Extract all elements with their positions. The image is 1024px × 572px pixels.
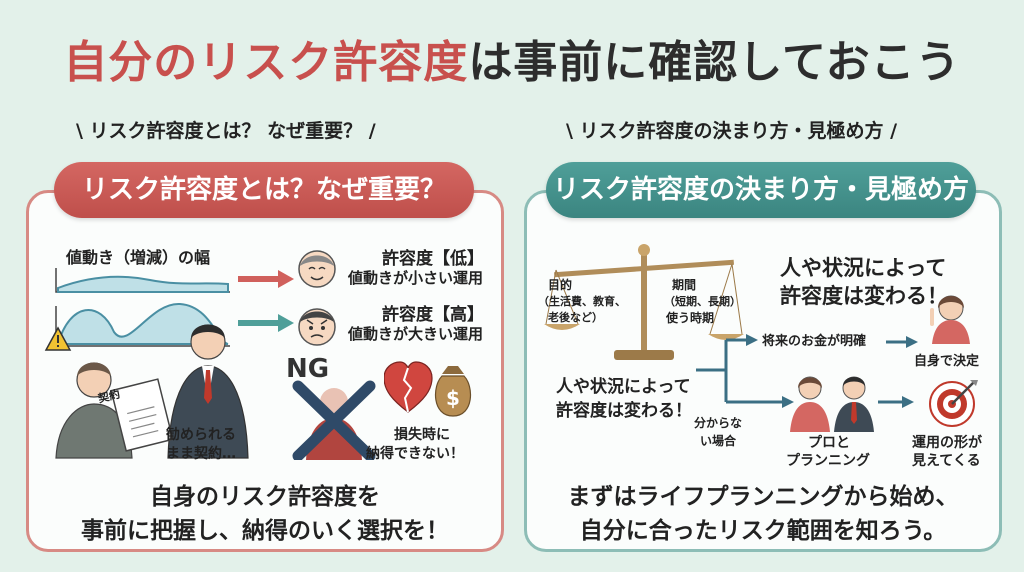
purpose-detail-2: 老後など） <box>548 311 603 324</box>
volatility-charts <box>55 268 294 347</box>
target-icon <box>929 380 978 427</box>
right-bottom-line-1: まずはライフプランニングから始め、 <box>567 484 959 510</box>
left-bottom-line-1: 自身のリスク許容度を <box>150 484 380 510</box>
left-subtitle: \ リスク許容度とは？ なぜ重要？ / <box>76 120 376 142</box>
high-tolerance-desc: 値動きが大きい運用 <box>348 325 484 343</box>
branch-unclear-2: い場合 <box>700 434 737 448</box>
pro-label-1: プロと <box>808 435 850 451</box>
flow-arrows <box>696 334 918 408</box>
headline-line-2: 許容度は変わる！ <box>780 284 948 308</box>
period-title: 期間 <box>672 278 697 292</box>
scale-caption-2: 許容度は変わる！ <box>556 401 692 421</box>
right-bottom-line-2: 自分に合ったリスク範囲を知ろう。 <box>579 518 947 544</box>
money-bag-icon: $ <box>434 366 472 417</box>
scene2-caption-2: 納得できない！ <box>366 446 464 462</box>
scene1-caption-2: まま契約… <box>166 446 236 462</box>
right-bottom-message: まずはライフプランニングから始め、 自分に合ったリスク範囲を知ろう。 <box>524 480 1002 548</box>
advisor-figure <box>167 324 249 459</box>
calm-face-icon <box>298 250 336 288</box>
page-title: 自分のリスク許容度は事前に確認しておこう <box>0 26 1024 90</box>
broken-heart-icon <box>384 361 433 413</box>
client-figure <box>55 362 133 459</box>
woman-self-decide-icon <box>930 295 970 344</box>
high-tolerance-title: 許容度【高】 <box>382 305 484 325</box>
pro-label-2: プランニング <box>786 453 870 469</box>
warning-icon <box>44 326 72 351</box>
scene2-caption-1: 損失時に <box>394 427 450 443</box>
result-line-1: 運用の形が <box>912 435 982 451</box>
title-rest: は事前に確認しておこう <box>468 37 961 88</box>
svg-text:$: $ <box>446 386 460 410</box>
worried-face-icon <box>298 308 336 346</box>
period-detail-2: 使う時期 <box>666 311 715 325</box>
title-highlight: 自分のリスク許容度 <box>63 37 469 88</box>
left-bottom-message: 自身のリスク許容度を 事前に把握し、納得のいく選択を！ <box>26 480 504 548</box>
scene1-caption-1: 勧められる <box>166 427 236 443</box>
left-header-pill: リスク許容度とは？なぜ重要？ <box>54 162 474 218</box>
low-tolerance-desc: 値動きが小さい運用 <box>348 269 484 287</box>
right-header-pill: リスク許容度の決まり方・見極め方 <box>546 162 976 218</box>
arrow-high <box>238 314 294 332</box>
scale-caption-1: 人や状況によって <box>556 377 691 397</box>
contract-document-icon <box>110 378 174 452</box>
right-subtitle: \ リスク許容度の決まり方・見極め方 / <box>566 120 898 142</box>
self-decide-label: 自身で決定 <box>914 354 980 369</box>
ng-cross-icon <box>292 380 376 460</box>
volatility-label: 値動き（増減）の幅 <box>66 248 211 267</box>
loss-icons: $ <box>384 361 472 417</box>
low-tolerance-title: 許容度【低】 <box>382 249 484 269</box>
ng-label: NG <box>286 354 330 384</box>
result-line-2: 見えてくる <box>912 453 981 469</box>
purpose-detail-1: （生活費、教育、 <box>538 295 626 308</box>
right-panel <box>524 190 1002 552</box>
branch-unclear-1: 分からな <box>694 416 743 430</box>
professional-planning-icon <box>790 376 874 432</box>
arrow-low <box>238 270 294 288</box>
headline-line-1: 人や状況によって <box>780 256 947 280</box>
period-detail-1: （短期、長期） <box>664 295 741 308</box>
left-bottom-line-2: 事前に把握し、納得のいく選択を！ <box>81 518 449 544</box>
branch-clear-label: 将来のお金が明確 <box>762 334 867 349</box>
contract-scene <box>44 324 249 459</box>
purpose-title: 目的 <box>548 278 573 292</box>
low-volatility-chart <box>55 268 230 293</box>
